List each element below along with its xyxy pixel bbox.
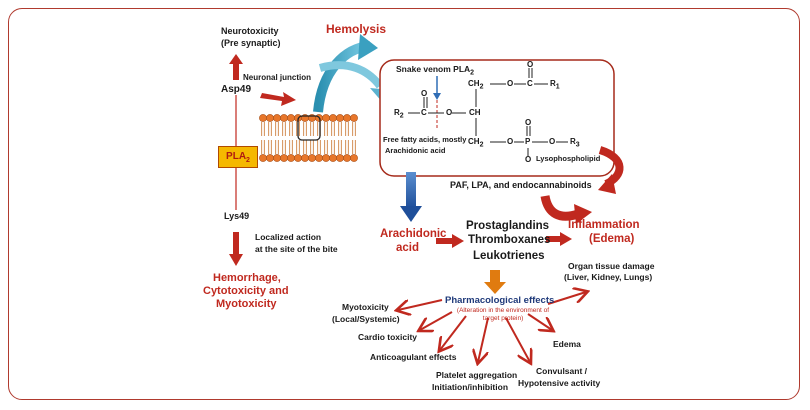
phosphorus-atom: P — [525, 137, 531, 146]
inflammation-label: Inflammation — [568, 219, 640, 231]
o-phosphate-1: O — [507, 137, 514, 146]
arrow-arachidonic-to-prostaglandins — [436, 234, 464, 248]
reaction-box — [379, 59, 615, 177]
membrane-head-top — [280, 114, 288, 122]
membrane-head-bottom — [343, 154, 351, 162]
arachidonic-acid-label: Arachidonic — [380, 228, 447, 240]
hypotensive-label: Hypotensive activity — [518, 378, 601, 388]
prostaglandins-label: Prostaglandins — [466, 220, 550, 232]
arrow-to-neurotoxicity — [229, 54, 243, 80]
acid-label: acid — [396, 242, 420, 254]
membrane-highlight-box — [297, 115, 321, 141]
o-ester-1: O — [446, 108, 453, 117]
effect-arrows — [398, 292, 586, 362]
arrow-to-inflammation — [540, 194, 580, 221]
lys49-label: Lys49 — [224, 211, 250, 221]
arrow-to-inflammation-small — [546, 232, 572, 246]
o-ester-2: O — [507, 79, 514, 88]
arrow-asp49-to-membrane — [260, 92, 296, 106]
r1-label: R1 — [550, 79, 560, 91]
membrane-head-top — [336, 114, 344, 122]
platelet-aggregation-label: Platelet aggregation — [436, 370, 518, 380]
organ-list-label: (Liver, Kidney, Lungs) — [564, 272, 653, 282]
o-carbonyl-1: O — [421, 89, 428, 98]
membrane-head-bottom — [294, 154, 302, 162]
neuronal-junction-label: Neuronal junction — [243, 73, 311, 82]
o-phosphate-2: O — [549, 137, 556, 146]
pharm-effects-label: Pharmacological effects — [445, 295, 555, 306]
edema-effect-label: Edema — [553, 339, 581, 349]
neurotoxicity-label: Neurotoxicity — [221, 26, 279, 36]
o-phosphate-bottom: O — [525, 155, 532, 164]
ch2-bottom: CH2 — [468, 137, 484, 149]
edema-paren-label: (Edema) — [589, 233, 635, 245]
r2-label: R2 — [394, 108, 404, 120]
c2-atom: C — [527, 79, 533, 88]
hemolysis-label: Hemolysis — [326, 22, 387, 36]
pla2-text: PLA — [226, 151, 247, 162]
membrane-head-bottom — [315, 154, 323, 162]
membrane-head-top — [273, 114, 281, 122]
snake-venom-label: Snake venom PLA2 — [396, 64, 475, 77]
o-carbonyl-2: O — [527, 60, 534, 69]
alteration-label-2: target protein) — [482, 315, 524, 322]
local-systemic-label: (Local/Systemic) — [332, 314, 400, 324]
arrow-to-arachidonic — [400, 172, 422, 222]
membrane-head-bottom — [336, 154, 344, 162]
ffa-label: Free fatty acids, mostly — [383, 135, 467, 144]
membrane-head-top — [343, 114, 351, 122]
alteration-label-1: (Alteration in the environment of — [456, 307, 550, 314]
membrane-head-bottom — [259, 154, 267, 162]
presynaptic-label: (Pre synaptic) — [221, 38, 281, 48]
hemorrhage-label: Hemorrhage, — [213, 272, 281, 284]
reaction-bonds — [408, 68, 568, 156]
myotoxicity-effect-label: Myotoxicity — [342, 302, 389, 312]
membrane-head-top — [259, 114, 267, 122]
localized-action-label: Localized action — [255, 232, 322, 242]
arrow-to-hemorrhage — [229, 232, 243, 266]
ch-center: CH — [469, 108, 481, 117]
outer-frame — [8, 8, 800, 400]
membrane-head-bottom — [329, 154, 337, 162]
membrane-head-bottom — [287, 154, 295, 162]
pla2-box: PLA2 — [218, 146, 258, 168]
thromboxanes-label: Thromboxanes — [468, 234, 551, 246]
membrane-head-top — [329, 114, 337, 122]
membrane-head-bottom — [322, 154, 330, 162]
asp49-label: Asp49 — [221, 84, 252, 95]
convulsant-label: Convulsant / — [536, 366, 588, 376]
membrane-head-top — [322, 114, 330, 122]
lysophospholipid-label: Lysophospholipid — [536, 154, 601, 163]
membrane-head-bottom — [266, 154, 274, 162]
membrane-bilayer — [259, 114, 358, 162]
hemolysis-arrowhead — [358, 34, 378, 60]
membrane-head-top — [266, 114, 274, 122]
membrane-head-bottom — [308, 154, 316, 162]
anticoagulant-label: Anticoagulant effects — [370, 352, 457, 362]
membrane-head-bottom — [273, 154, 281, 162]
o-phosphate-top: O — [525, 118, 532, 127]
r3-label: R3 — [570, 137, 580, 149]
membrane-head-bottom — [350, 154, 358, 162]
paf-label: PAF, LPA, and endocannabinoids — [450, 180, 592, 190]
ch2-top: CH2 — [468, 79, 484, 91]
cytotoxicity-label: Cytotoxicity and — [203, 285, 289, 297]
arrow-to-pharm-effects — [484, 270, 506, 294]
arachidonic-acid-small: Arachidonic acid — [385, 146, 446, 155]
c1-atom: C — [421, 108, 427, 117]
initiation-inhibition-label: Initiation/inhibition — [432, 382, 509, 392]
membrane-head-bottom — [280, 154, 288, 162]
membrane-head-top — [287, 114, 295, 122]
organ-damage-label: Organ tissue damage — [568, 261, 655, 271]
membrane-head-top — [350, 114, 358, 122]
leukotrienes-label: Leukotrienes — [473, 250, 545, 262]
cardiotoxicity-label: Cardio toxicity — [358, 332, 418, 342]
site-of-bite-label: at the site of the bite — [255, 244, 338, 254]
myotoxicity-red-label: Myotoxicity — [216, 298, 277, 310]
pla2-subscript: 2 — [246, 157, 250, 164]
membrane-head-bottom — [301, 154, 309, 162]
arrow-to-reaction — [318, 61, 384, 89]
